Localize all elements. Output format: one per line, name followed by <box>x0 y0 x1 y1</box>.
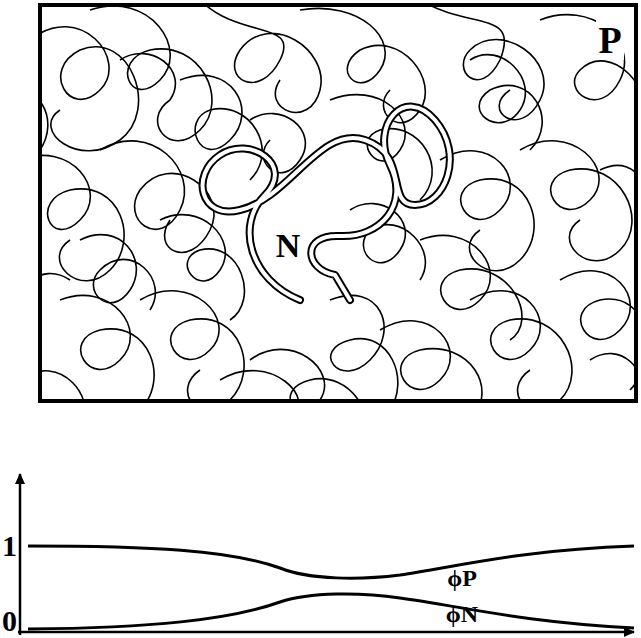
chain-label: P <box>596 20 623 60</box>
profile-axes <box>18 474 634 635</box>
curve-label: ϕN <box>446 602 478 626</box>
probe-chain <box>203 107 450 300</box>
melt-box <box>40 5 636 401</box>
curve-label: ϕP <box>447 566 477 590</box>
profile-curves <box>28 546 634 629</box>
axis-tick: 0 <box>2 606 17 636</box>
chain-label: N <box>274 228 303 264</box>
melt-chains <box>40 5 636 401</box>
axis-tick: 1 <box>2 531 17 561</box>
